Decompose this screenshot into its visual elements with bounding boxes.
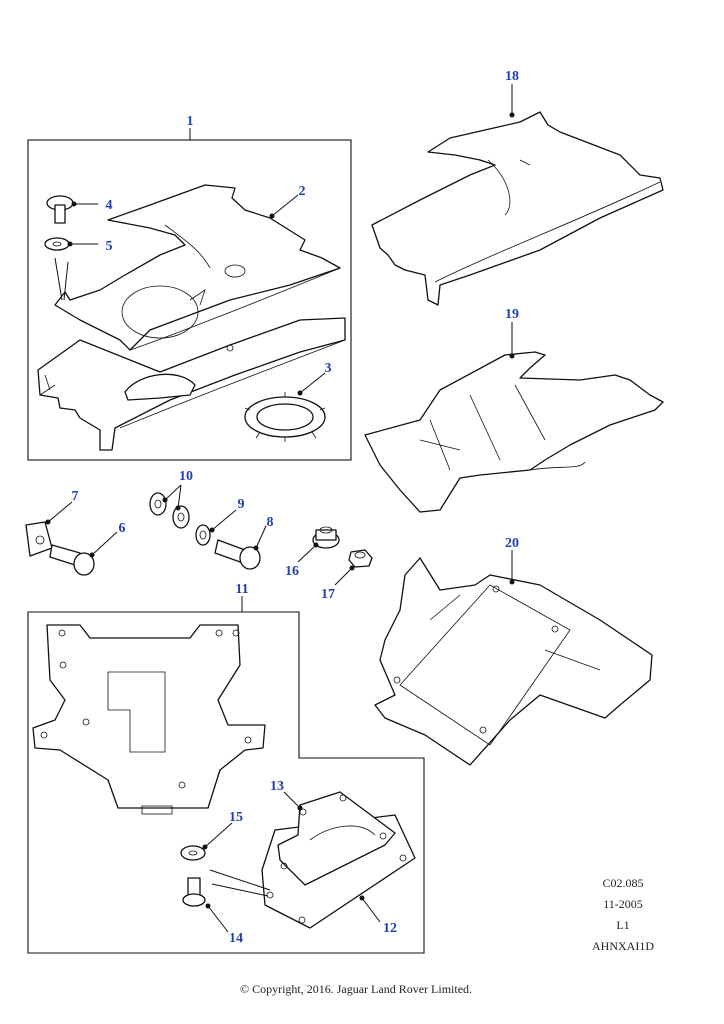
callout-6: 6 xyxy=(119,521,126,536)
copyright-notice: © Copyright, 2016. Jaguar Land Rover Lim… xyxy=(239,982,473,996)
part-15-washer xyxy=(180,845,206,861)
reference-level: L1 xyxy=(616,918,630,932)
callout-5: 5 xyxy=(106,239,113,254)
part-10-washers xyxy=(149,492,190,529)
part-19-tunnel-shield xyxy=(364,351,664,513)
part-5-washer xyxy=(44,237,70,251)
part-3-ring-retainer xyxy=(244,392,326,442)
callout-13: 13 xyxy=(270,779,284,794)
part-7-spring-nut xyxy=(25,521,53,557)
callout-3: 3 xyxy=(325,361,332,376)
callout-4: 4 xyxy=(106,198,113,213)
callout-7: 7 xyxy=(72,489,79,504)
leader-lines xyxy=(45,84,515,933)
callout-16: 16 xyxy=(285,564,299,579)
callout-20: 20 xyxy=(505,536,519,551)
callout-1: 1 xyxy=(187,114,194,129)
callout-18: 18 xyxy=(505,69,519,84)
part-1-lower-tray xyxy=(37,317,346,451)
callout-11: 11 xyxy=(235,582,248,597)
part-6-bolt xyxy=(49,544,95,576)
group-box-11 xyxy=(27,611,425,954)
callout-8: 8 xyxy=(267,515,274,530)
callout-2: 2 xyxy=(299,184,306,199)
callout-10: 10 xyxy=(179,469,193,484)
reference-date: 11-2005 xyxy=(603,897,643,911)
callout-17: 17 xyxy=(321,587,335,602)
callout-15: 15 xyxy=(229,810,243,825)
part-20-floor-shield xyxy=(374,557,653,766)
callout-9: 9 xyxy=(238,497,245,512)
reference-code: C02.085 xyxy=(602,876,644,890)
part-17-nut xyxy=(348,549,373,568)
part-9-washer xyxy=(195,524,211,546)
part-8-bolt xyxy=(214,539,261,570)
part-11-insulation-pad xyxy=(32,624,266,815)
part-13-cover-plate xyxy=(277,791,396,886)
callout-19: 19 xyxy=(505,307,519,322)
reference-part-id: AHNXAI1D xyxy=(592,939,654,953)
callout-12: 12 xyxy=(383,921,397,936)
part-18-heat-shield xyxy=(371,111,664,306)
part-2-heat-shield-upper xyxy=(54,184,341,351)
callout-14: 14 xyxy=(229,931,243,946)
part-14-push-pin xyxy=(182,877,206,907)
part-16-flange-nut xyxy=(312,526,340,549)
part-4-push-clip xyxy=(46,195,74,224)
